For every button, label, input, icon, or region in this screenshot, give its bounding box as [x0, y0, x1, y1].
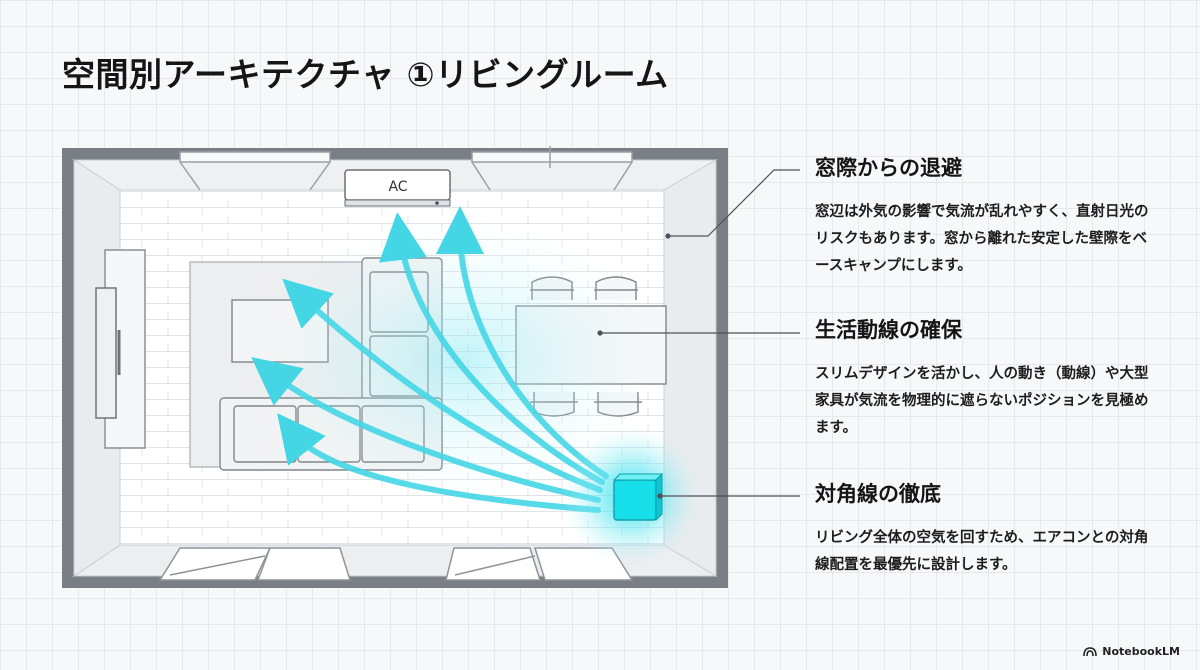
leader-line-window — [668, 169, 800, 237]
airflow-arrow — [251, 357, 601, 503]
air-purifier — [562, 426, 702, 566]
section-window-avoidance: 窓際からの退避 窓辺は外気の影響で気流が乱れやすく、直射日光のリスクもあります。… — [815, 156, 1155, 280]
section-heading: 窓際からの退避 — [815, 156, 962, 180]
section-flowline: 生活動線の確保 スリムデザインを活かし、人の動き（動線）や大型家具が気流を物理的… — [815, 318, 1155, 442]
ac-label: AC — [388, 179, 407, 195]
airflow-arrow — [282, 278, 603, 493]
airflow-arrows — [251, 206, 609, 513]
air-conditioner: AC — [344, 169, 451, 207]
section-body: スリムデザインを活かし、人の動き（動線）や大型家具が気流を物理的に遮らないポジシ… — [815, 366, 1149, 437]
section-heading: 対角線の徹底 — [815, 482, 941, 506]
section-diagonal: 対角線の徹底 リビング全体の空気を回すため、エアコンとの対角線配置を最優先に設計… — [815, 482, 1155, 579]
airflow-arrow — [436, 206, 609, 479]
leader-lines — [597, 169, 800, 499]
airflow-arrow — [277, 413, 601, 513]
section-heading: 生活動線の確保 — [815, 318, 962, 342]
page-title: 空間別アーキテクチャ ①リビングルーム — [62, 55, 669, 94]
tv-stand — [95, 249, 146, 449]
brand-label: NotebookLM — [1102, 645, 1180, 658]
brand-watermark: NotebookLM — [1083, 645, 1180, 658]
section-body: 窓辺は外気の影響で気流が乱れやすく、直射日光のリスクもあります。窓から離れた安定… — [815, 204, 1149, 275]
top-window — [179, 146, 633, 191]
airflow-arrow — [379, 212, 605, 485]
notebooklm-logo-icon — [1083, 646, 1098, 656]
section-body: リビング全体の空気を回すため、エアコンとの対角線配置を最優先に設計します。 — [815, 530, 1149, 574]
